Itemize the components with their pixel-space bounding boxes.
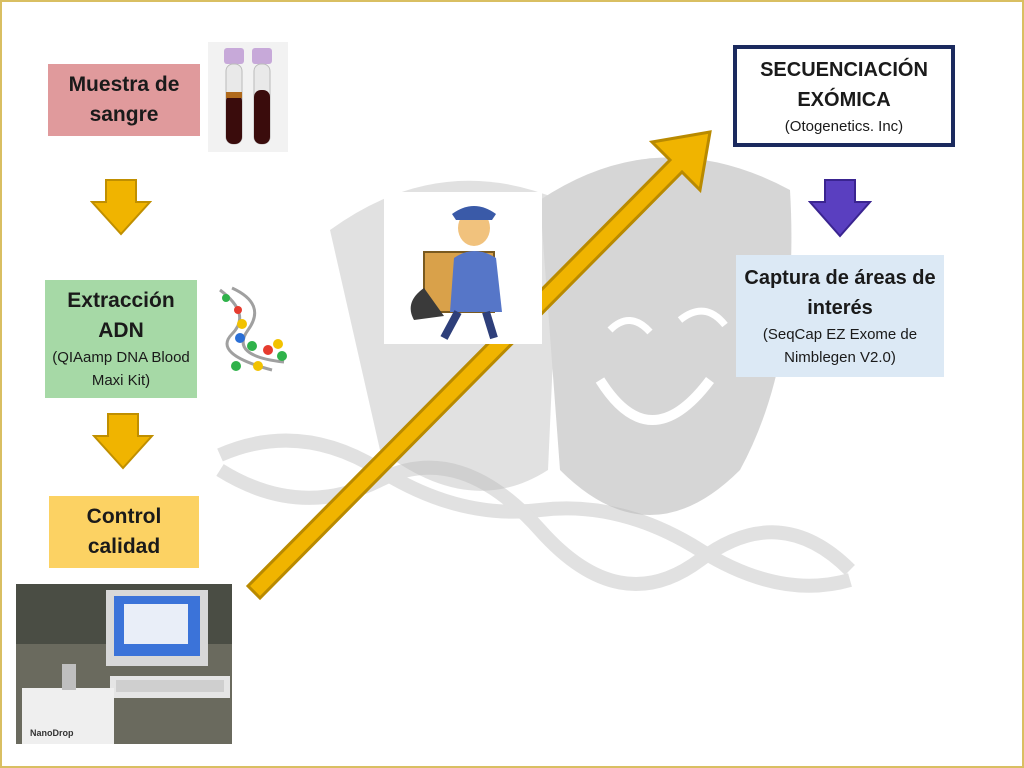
dna-helix-icon: [219, 286, 287, 372]
step-capture-regions-title: Captura de áreas de interés: [744, 267, 936, 319]
step-dna-extraction: Extracción ADN (QIAamp DNA Blood Maxi Ki…: [45, 280, 197, 398]
step-blood-sample-title: Muestra de sangre: [68, 73, 180, 126]
step-quality-control: Control calidad: [49, 496, 199, 568]
step-quality-control-title: Control calidad: [86, 505, 162, 558]
diagonal-arrow-gold: [245, 130, 712, 601]
nanodrop-label: NanoDrop: [30, 728, 74, 738]
step-capture-regions: Captura de áreas de interés (SeqCap EZ E…: [736, 255, 944, 377]
step-exome-sequencing-subtitle: (Otogenetics. Inc): [784, 117, 904, 135]
dna-strand-watermark: [216, 433, 855, 593]
nanodrop-photo-icon: NanoDrop: [16, 584, 232, 744]
down-arrow-gold-1: [90, 179, 152, 236]
step-blood-sample: Muestra de sangre: [48, 64, 200, 136]
step-capture-regions-subtitle: (SeqCap EZ Exome de Nimblegen V2.0): [762, 326, 918, 366]
down-arrow-purple: [808, 179, 872, 238]
mailman-icon: [384, 192, 542, 344]
step-dna-extraction-title: Extracción ADN: [67, 289, 175, 342]
step-dna-extraction-subtitle: (QIAamp DNA Blood Maxi Kit): [52, 349, 190, 389]
step-exome-sequencing: SECUENCIACIÓN EXÓMICA (Otogenetics. Inc): [733, 45, 955, 147]
step-exome-sequencing-title: SECUENCIACIÓN EXÓMICA: [760, 58, 928, 111]
down-arrow-gold-2: [92, 413, 154, 470]
blood-tubes-icon: [208, 42, 288, 152]
